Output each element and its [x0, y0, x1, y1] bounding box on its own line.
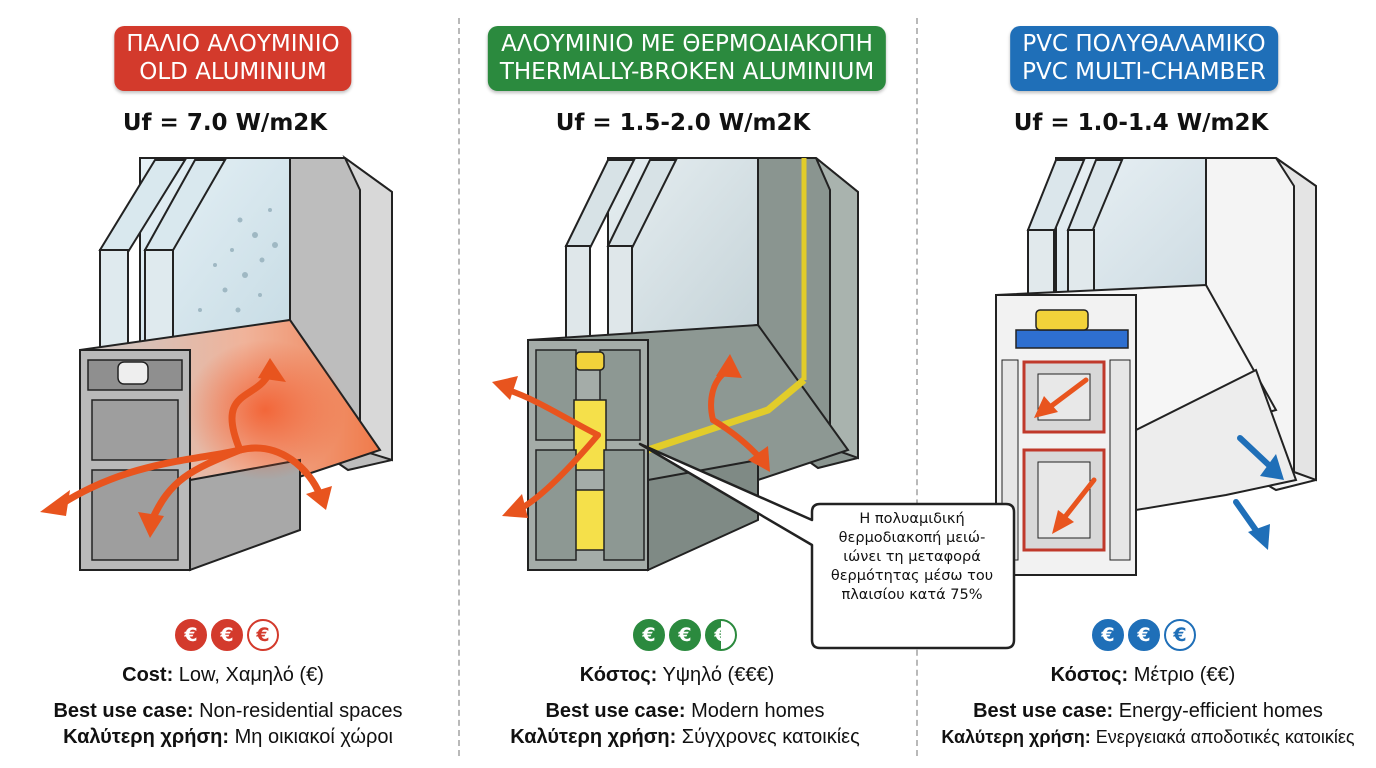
best-use-greek-line: Καλύτερη χρήση: Ενεργειακά αποδοτικές κα…: [918, 726, 1376, 749]
callout-line: πλαισίου κατά 75%: [841, 587, 983, 603]
cost-label: Κόστος:: [1050, 664, 1129, 686]
heat-arrow-icon: [1043, 377, 1097, 525]
callout-line: θερμοδιακοπή μειώ-: [838, 530, 986, 546]
cost-line: Κόστος: Μέτριο (€€): [913, 664, 1373, 687]
callout-line: θερμότητας μέσω του: [830, 568, 994, 584]
cost-label: Κόστος:: [579, 664, 658, 686]
best-use-greek-value: Ενεργειακά αποδοτικές κατοικίες: [1090, 727, 1355, 747]
title-english: THERMALLY-BROKEN ALUMINIUM: [499, 59, 875, 85]
old-aluminium-frame-illustration: [40, 154, 393, 572]
title-badge: ΑΛΟΥΜΙΝΙΟ ΜΕ ΘΕΡΜΟΔΙΑΚΟΠΗ THERMALLY-BROK…: [487, 26, 887, 91]
title-badge: PVC ΠΟΛΥΘΑΛΑΜΙΚΟ PVC MULTI-CHAMBER: [1010, 26, 1278, 91]
title-greek: ΠΑΛΙΟ ΑΛΟΥΜΙΝΙΟ: [126, 31, 340, 57]
euro-coin-icon: €: [705, 619, 737, 651]
euro-coin-icon: €: [633, 619, 665, 651]
best-use-label: Best use case:: [973, 700, 1114, 722]
cost-value: Μέτριο (€€): [1128, 664, 1236, 686]
euro-coin-icon: €: [1092, 619, 1124, 651]
column-divider: [458, 18, 460, 756]
column-thermally-broken-aluminium: ΑΛΟΥΜΙΝΙΟ ΜΕ ΘΕΡΜΟΔΙΑΚΟΠΗ THERMALLY-BROK…: [458, 0, 916, 768]
column-pvc-multi-chamber: PVC ΠΟΛΥΘΑΛΑΜΙΚΟ PVC MULTI-CHAMBER Uf = …: [916, 0, 1376, 768]
cost-line: Κόστος: Υψηλό (€€€): [448, 664, 906, 687]
best-use-greek-label: Καλύτερη χρήση:: [510, 726, 677, 748]
thermally-broken-frame-illustration: [492, 157, 859, 572]
best-use-greek-value: Σύγχρονες κατοικίες: [676, 726, 860, 748]
uf-value: Uf = 7.0 W/m2K: [122, 110, 328, 136]
euro-coin-icon: €: [669, 619, 701, 651]
best-use-greek-line: Καλύτερη χρήση: Μη οικιακοί χώροι: [0, 726, 457, 749]
euro-coin-icon: €: [175, 619, 207, 651]
best-use-greek-value: Μη οικιακοί χώροι: [229, 726, 393, 748]
best-use-line: Best use case: Modern homes: [456, 700, 914, 723]
cost-rating: €€€: [0, 619, 456, 651]
heat-arrow-icon: [56, 371, 324, 524]
cost-label: Cost:: [122, 664, 174, 686]
callout-line: ιώνει τη μεταφορά: [843, 549, 981, 565]
cost-rating: €€€: [456, 619, 914, 651]
best-use-label: Best use case:: [53, 700, 194, 722]
best-use-greek-line: Καλύτερη χρήση: Σύγχρονες κατοικίες: [456, 726, 914, 749]
best-use-value: Modern homes: [685, 700, 825, 722]
pvc-frame-illustration: [995, 157, 1317, 576]
column-old-aluminium: ΠΑΛΙΟ ΑΛΟΥΜΙΝΙΟ OLD ALUMINIUM Uf = 7.0 W…: [0, 0, 458, 768]
uf-value: Uf = 1.5-2.0 W/m2K: [555, 110, 811, 136]
best-use-value: Energy-efficient homes: [1113, 700, 1323, 722]
title-greek: ΑΛΟΥΜΙΝΙΟ ΜΕ ΘΕΡΜΟΔΙΑΚΟΠΗ: [501, 31, 873, 57]
cost-value: Low, Χαμηλό (€): [173, 664, 324, 686]
euro-coin-icon: €: [1164, 619, 1196, 651]
column-divider: [916, 18, 918, 756]
title-badge: ΠΑΛΙΟ ΑΛΟΥΜΙΝΙΟ OLD ALUMINIUM: [114, 26, 352, 91]
condensation-drops: [198, 208, 278, 313]
cost-line: Cost: Low, Χαμηλό (€): [0, 664, 452, 687]
uf-value: Uf = 1.0-1.4 W/m2K: [1013, 110, 1269, 136]
title-english: PVC MULTI-CHAMBER: [1022, 59, 1266, 85]
best-use-line: Best use case: Energy-efficient homes: [918, 700, 1376, 723]
callout-text: Η πολυαμιδική θερμοδιακοπή μειώ- ιώνει τ…: [812, 510, 1012, 605]
best-use-greek-label: Καλύτερη χρήση:: [941, 727, 1091, 747]
euro-coin-icon: €: [247, 619, 279, 651]
euro-coin-icon: €: [211, 619, 243, 651]
callout-line: Η πολυαμιδική: [859, 511, 965, 527]
best-use-line: Best use case: Non-residential spaces: [0, 700, 457, 723]
title-greek: PVC ΠΟΛΥΘΑΛΑΜΙΚΟ: [1022, 31, 1266, 57]
best-use-label: Best use case:: [545, 700, 686, 722]
title-english: OLD ALUMINIUM: [139, 59, 327, 85]
cost-value: Υψηλό (€€€): [657, 664, 775, 686]
cost-rating: €€€: [914, 619, 1374, 651]
best-use-greek-label: Καλύτερη χρήση:: [63, 726, 230, 748]
euro-coin-icon: €: [1128, 619, 1160, 651]
best-use-value: Non-residential spaces: [193, 700, 403, 722]
